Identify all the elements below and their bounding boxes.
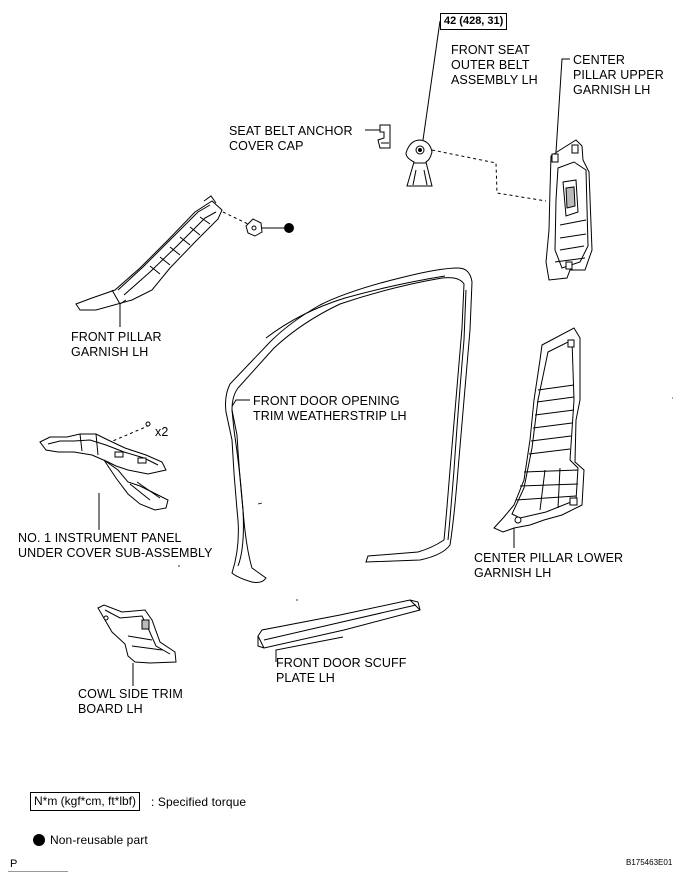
legend-torque-desc: : Specified torque [151, 795, 246, 810]
torque-value-box: 42 (428, 31) [440, 13, 508, 30]
label-line: OUTER BELT [451, 58, 530, 72]
label-instrument-panel-cover: NO. 1 INSTRUMENT PANEL UNDER COVER SUB-A… [18, 531, 213, 561]
label-line: NO. 1 INSTRUMENT PANEL [18, 531, 182, 545]
weatherstrip-part [226, 268, 473, 583]
instrument-panel-cover-part [40, 434, 168, 510]
scuff-plate-part [258, 600, 420, 648]
label-line: FRONT DOOR OPENING [253, 394, 400, 408]
label-line: PILLAR UPPER [573, 68, 664, 82]
torque-value: 42 (428, 31) [444, 15, 504, 27]
label-cowl-side-trim: COWL SIDE TRIM BOARD LH [78, 687, 183, 717]
legend-nonreusable: Non-reusable part [50, 833, 148, 848]
label-line: FRONT DOOR SCUFF [276, 656, 407, 670]
label-line: CENTER PILLAR LOWER [474, 551, 624, 565]
label-line: FRONT SEAT [451, 43, 531, 57]
center-pillar-upper-part [546, 140, 592, 280]
figure-code-text: B175463E01 [626, 858, 673, 867]
nonreusable-marker-dot [284, 223, 294, 233]
label-line: GARNISH LH [474, 566, 552, 580]
label-line: COWL SIDE TRIM [78, 687, 183, 701]
label-door-weatherstrip: FRONT DOOR OPENING TRIM WEATHERSTRIP LH [253, 394, 407, 424]
label-center-pillar-lower: CENTER PILLAR LOWER GARNISH LH [474, 551, 623, 581]
screw-marker [145, 421, 151, 427]
label-front-pillar-garnish: FRONT PILLAR GARNISH LH [71, 330, 162, 360]
figure-code: B175463E01 [626, 858, 672, 867]
label-line: SEAT BELT ANCHOR [229, 124, 353, 138]
label-seat-belt-anchor-cap: SEAT BELT ANCHOR COVER CAP [229, 124, 353, 154]
anchor-cover-cap-part [378, 125, 390, 148]
stray-marks [178, 398, 673, 600]
label-front-seat-outer-belt: FRONT SEAT OUTER BELT ASSEMBLY LH [451, 43, 538, 88]
footer-rule [8, 871, 68, 872]
label-line: UNDER COVER SUB-ASSEMBLY [18, 546, 213, 560]
legend-torque-text: : Specified torque [151, 795, 247, 809]
dashed-lines [108, 150, 546, 443]
label-quantity-marker: x2 [155, 425, 168, 440]
label-line: GARNISH LH [573, 83, 651, 97]
clip-part [246, 219, 284, 236]
label-line: CENTER [573, 53, 625, 67]
front-pillar-part [76, 196, 222, 310]
label-line: GARNISH LH [71, 345, 149, 359]
legend-nonreusable-text: Non-reusable part [50, 833, 148, 847]
corner-label-text: P [10, 858, 18, 870]
label-line: BOARD LH [78, 702, 143, 716]
front-seat-outer-belt-part [406, 140, 432, 186]
legend-dot [33, 834, 45, 846]
legend-torque-unit: N*m (kgf*cm, ft*lbf) [34, 794, 137, 808]
label-line: PLATE LH [276, 671, 335, 685]
label-line: ASSEMBLY LH [451, 73, 538, 87]
label-line: COVER CAP [229, 139, 304, 153]
label-line: FRONT PILLAR [71, 330, 162, 344]
label-center-pillar-upper: CENTER PILLAR UPPER GARNISH LH [573, 53, 664, 98]
corner-label: P [10, 857, 17, 872]
cowl-side-trim-part [98, 605, 176, 663]
leader-lines [99, 21, 570, 686]
quantity-text: x2 [155, 425, 169, 439]
center-pillar-lower-part [494, 328, 584, 532]
label-door-scuff-plate: FRONT DOOR SCUFF PLATE LH [276, 656, 407, 686]
label-line: TRIM WEATHERSTRIP LH [253, 409, 407, 423]
legend-torque-unit-box: N*m (kgf*cm, ft*lbf) [30, 792, 141, 811]
